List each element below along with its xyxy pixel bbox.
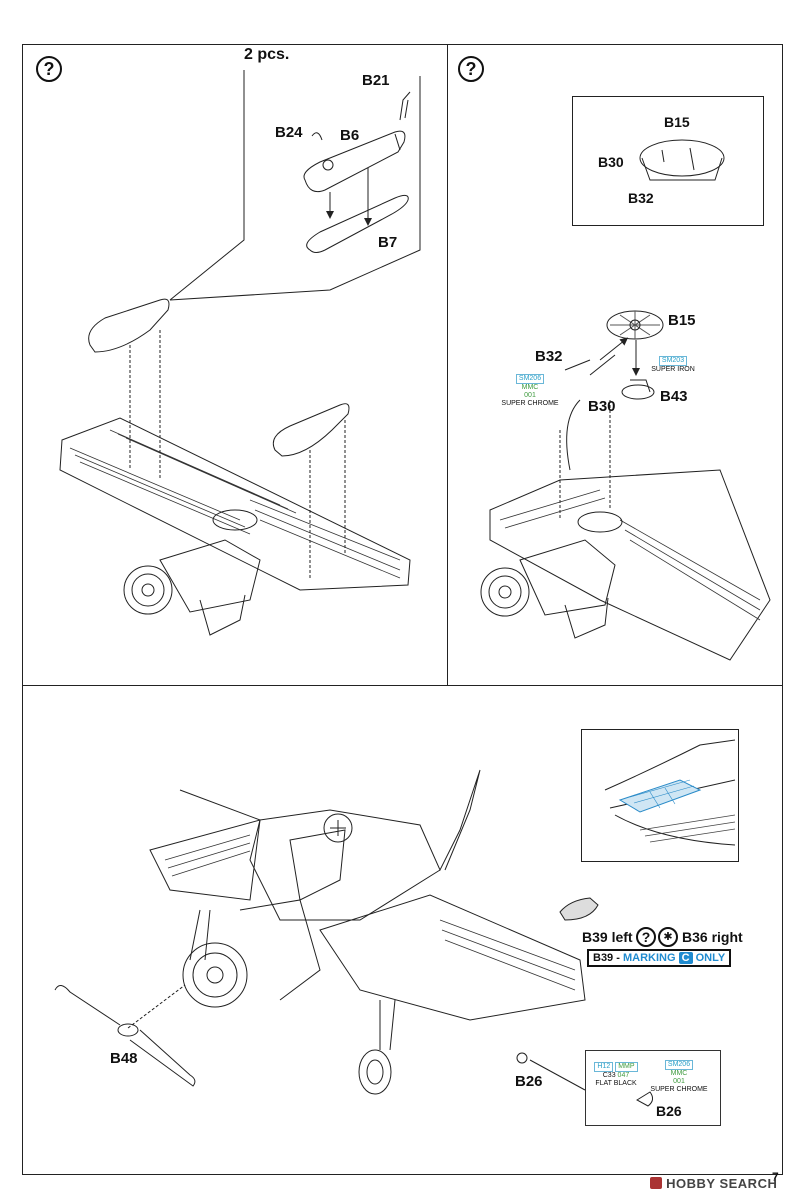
paint-callout-left: SM206 MMC 001 SUPER CHROME — [500, 374, 560, 408]
part-label-b43: B43 — [660, 388, 688, 405]
question-mark-icon: ? — [458, 56, 484, 82]
paint-code: C33 — [602, 1072, 616, 1079]
part-label-b7: B7 — [378, 234, 398, 251]
paint-code: MMC — [521, 384, 539, 391]
part-label-b26: B26 — [515, 1073, 543, 1090]
watermark-text: HOBBY SEARCH — [666, 1176, 778, 1191]
marking-suffix: ONLY — [695, 952, 726, 964]
legend-part-label-b26: B26 — [656, 1103, 682, 1119]
part-label-b36-right: B36 right — [682, 929, 743, 945]
paint-name: SUPER CHROME — [650, 1086, 708, 1093]
inset-detail-box-bottom — [581, 729, 739, 862]
paint-code: 001 — [524, 392, 536, 399]
step-frame-bottom — [22, 685, 783, 1175]
paint-legend-1: H12 MMP C33 047 FLAT BLACK — [594, 1062, 638, 1088]
inset-detail-box — [572, 96, 764, 226]
paint-code: 047 — [617, 1072, 630, 1079]
part-label-b30: B30 — [588, 398, 616, 415]
part-label-b6: B6 — [340, 127, 360, 144]
inset-part-label-b30: B30 — [598, 154, 624, 170]
inset-part-label-b15: B15 — [664, 114, 690, 130]
marking-scheme-icon: ✱ — [658, 927, 678, 947]
marking-note: B39 - MARKING C ONLY — [587, 949, 732, 967]
part-label-b39-left: B39 left — [582, 929, 633, 945]
part-label-b15: B15 — [668, 312, 696, 329]
marking-word: MARKING — [622, 952, 676, 964]
paint-legend-2: SM206 MMC 001 SUPER CHROME — [646, 1060, 712, 1094]
question-mark-icon: ? — [636, 927, 656, 947]
question-mark-icon: ? — [36, 56, 62, 82]
paint-name: FLAT BLACK — [595, 1080, 637, 1087]
paint-name: SUPER IRON — [651, 366, 695, 373]
part-label-b32: B32 — [535, 348, 563, 365]
inset-part-label-b32: B32 — [628, 190, 654, 206]
part-label-b24: B24 — [275, 124, 303, 141]
watermark-logo-icon — [650, 1177, 662, 1189]
paint-callout-right: SM203 SUPER IRON — [648, 356, 698, 374]
marking-prefix: B39 - — [593, 952, 620, 964]
part-label-b21: B21 — [362, 72, 390, 89]
paint-code: 001 — [673, 1078, 685, 1085]
paint-name: SUPER CHROME — [501, 400, 559, 407]
marking-letter: C — [678, 952, 693, 964]
paint-code: MMC — [670, 1070, 688, 1077]
watermark: HOBBY SEARCH — [650, 1176, 777, 1191]
page-number: 7 — [772, 1170, 779, 1184]
part-label-b48: B48 — [110, 1050, 138, 1067]
quantity-label: 2 pcs. — [244, 46, 290, 63]
